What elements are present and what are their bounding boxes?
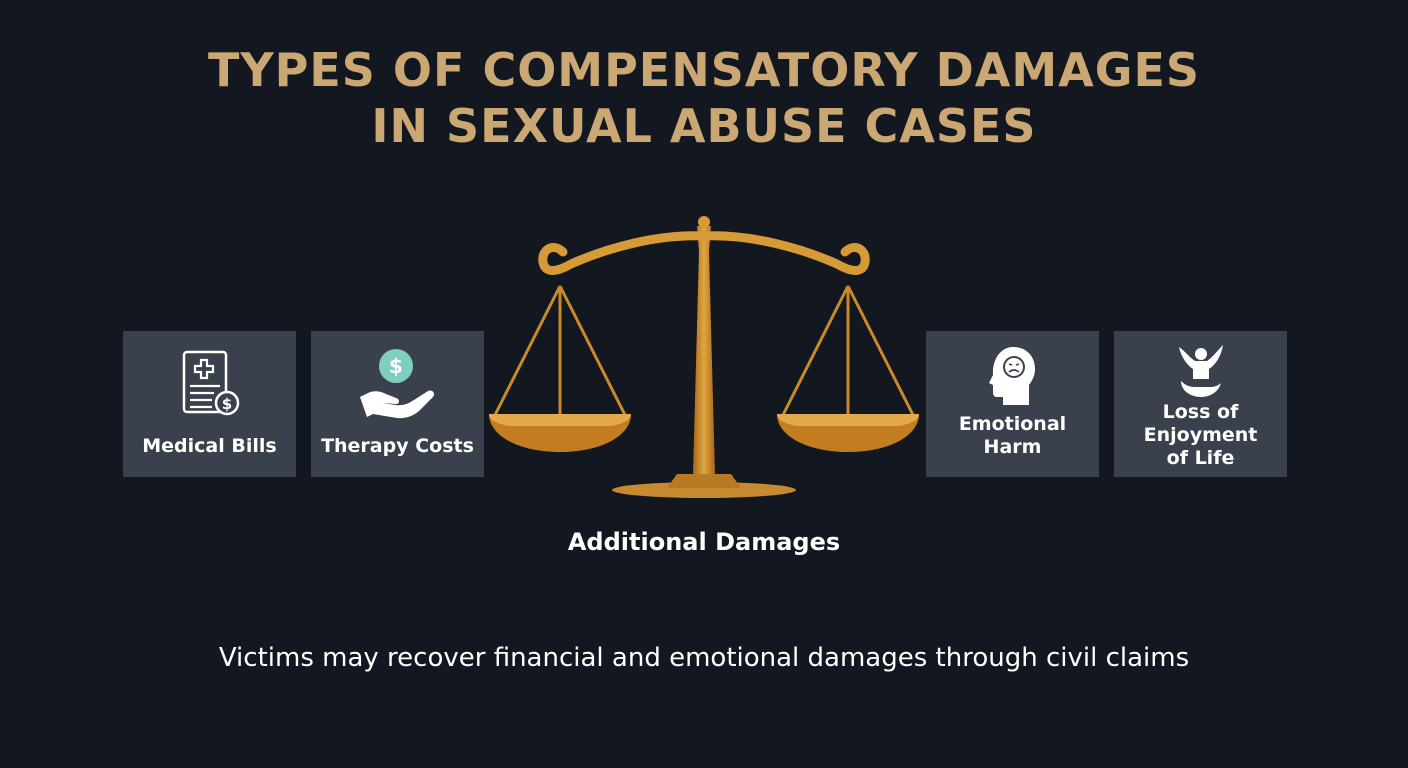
scale-of-justice-icon xyxy=(487,212,921,509)
card-label: Emotional Harm xyxy=(958,413,1067,458)
title-line-1: TYPES OF COMPENSATORY DAMAGES xyxy=(207,43,1201,97)
footer-caption: Victims may recover financial and emotio… xyxy=(218,643,1190,673)
medical-bill-icon: $ xyxy=(123,349,296,419)
card-loss-of-enjoyment: Loss of Enjoyment of Life xyxy=(1114,331,1287,477)
title-line-2: IN SEXUAL ABUSE CASES xyxy=(371,99,1037,153)
page-title: TYPES OF COMPENSATORY DAMAGES IN SEXUAL … xyxy=(0,42,1408,154)
card-therapy-costs: $ Therapy Costs xyxy=(311,331,484,477)
center-label: Additional Damages xyxy=(567,528,841,556)
card-emotional-harm: Emotional Harm xyxy=(926,331,1099,477)
card-label: Therapy Costs xyxy=(321,435,474,457)
joy-person-icon xyxy=(1114,343,1287,399)
card-label: Loss of Enjoyment of Life xyxy=(1143,401,1258,469)
money-hand-icon: $ xyxy=(311,347,484,421)
svg-text:$: $ xyxy=(221,395,231,413)
card-medical-bills: $ Medical Bills xyxy=(123,331,296,477)
svg-text:$: $ xyxy=(389,354,403,378)
sad-head-icon xyxy=(926,345,1099,407)
card-label: Medical Bills xyxy=(142,435,277,457)
